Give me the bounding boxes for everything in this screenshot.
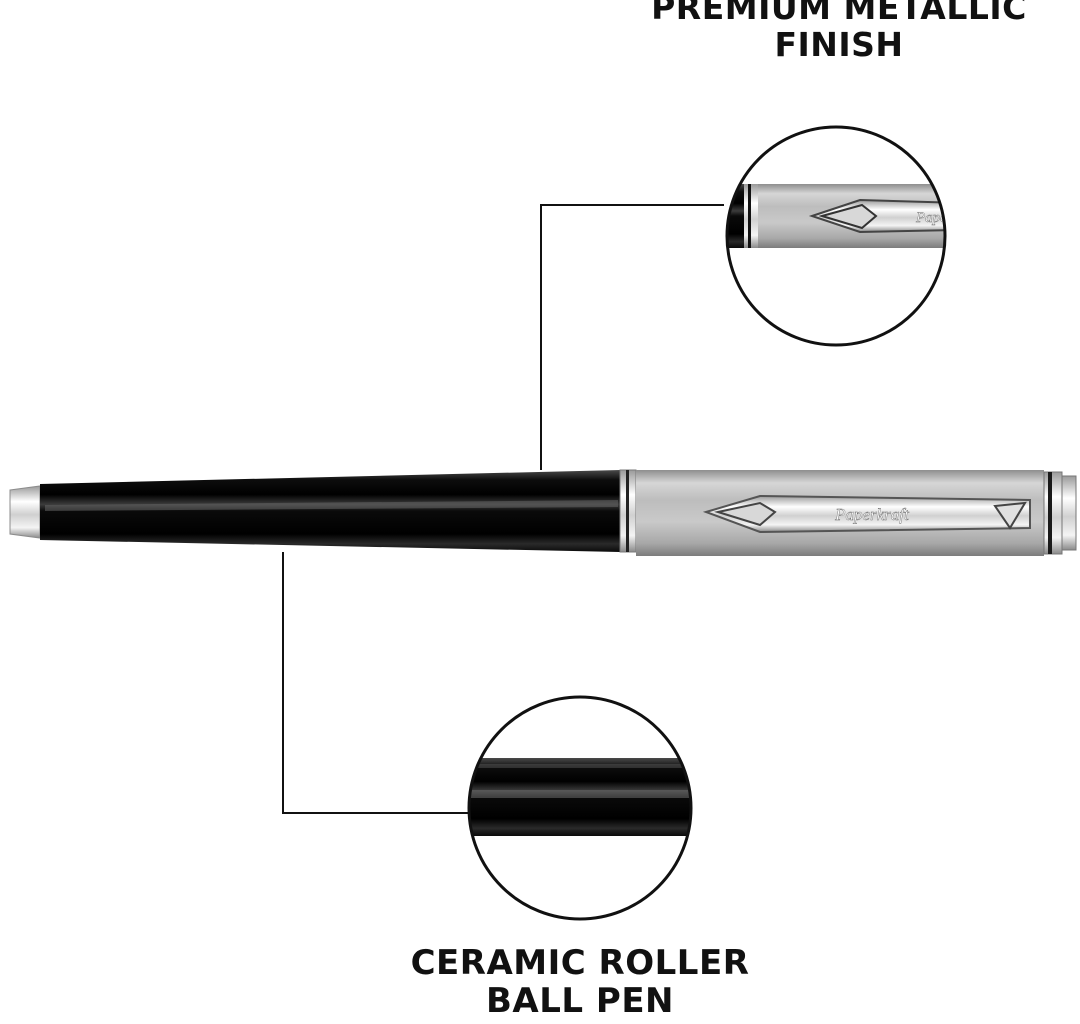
callout-line-top (540, 204, 724, 470)
pen-brand-engraving: Paperkraft (834, 505, 910, 524)
pen-cap-end-ring (1043, 471, 1063, 555)
callout-title-line: CERAMIC ROLLER (410, 943, 750, 983)
callout-title-line: PREMIUM METALLIC (651, 0, 1027, 27)
callout-title-line: BALL PEN (486, 981, 674, 1022)
zoom-brand-engraving: Pape (915, 210, 947, 226)
callout-title-premium-finish: PREMIUM METALLIC FINISH (600, 0, 1078, 64)
pen-barrel (40, 470, 620, 552)
zoom-circle-border (725, 125, 947, 347)
zoom-circle-cap-detail: Pape (725, 125, 947, 347)
pen-barrel-highlight (45, 500, 618, 511)
pen-clip: Paperkraft (702, 494, 1031, 534)
zoom-circle-border (467, 695, 693, 921)
pen-end-tip (9, 485, 41, 539)
pen: Paperkraft (9, 469, 1077, 556)
callout-title-line: FINISH (774, 24, 904, 64)
zoom-circle-barrel-detail (467, 695, 693, 921)
callout-line-bottom (282, 552, 470, 814)
callout-title-ceramic-roller: CERAMIC ROLLER BALL PEN (330, 944, 830, 1020)
